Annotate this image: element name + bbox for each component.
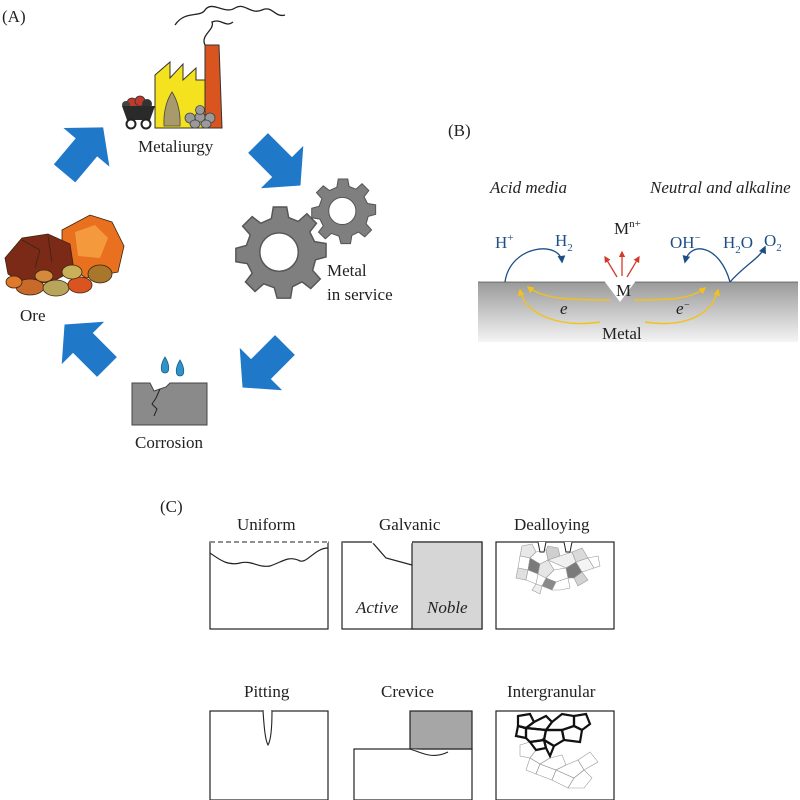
water-drop-icon <box>160 356 185 377</box>
electron-right-label: e− <box>676 299 690 318</box>
metal-ion-label: Mn+ <box>614 218 641 238</box>
pitting-diagram <box>209 710 329 800</box>
panel-c-label: (C) <box>160 497 183 516</box>
dealloying-diagram <box>495 541 615 630</box>
oh-minus-label: OH− <box>670 232 701 252</box>
galvanic-diagram <box>341 540 483 630</box>
type-label-crevice: Crevice <box>381 682 434 701</box>
reaction-arcs <box>504 245 766 283</box>
type-label-dealloying: Dealloying <box>514 515 590 534</box>
metal-ion-arrows <box>604 250 640 278</box>
gear-icon <box>235 178 377 299</box>
electron-left-label: e <box>560 299 568 318</box>
metal-label: Metal <box>602 324 642 343</box>
factory-icon <box>154 5 286 129</box>
m-label: M <box>616 281 631 300</box>
cycle-arrow-icon <box>53 127 304 391</box>
type-label-uniform: Uniform <box>237 515 296 534</box>
crevice-diagram <box>353 710 473 800</box>
type-label-galvanic: Galvanic <box>379 515 441 534</box>
panel-b-label: (B) <box>448 121 471 140</box>
type-label-intergranular: Intergranular <box>507 682 596 701</box>
intergranular-diagram <box>495 710 615 800</box>
corrosion-block <box>131 382 208 426</box>
metal-slab <box>478 281 798 342</box>
ore-rocks-icon <box>4 214 125 297</box>
o2-label: O2 <box>764 231 782 254</box>
stage-label-in-service: in service <box>327 285 393 304</box>
h2-label: H2 <box>555 231 573 254</box>
acid-media-heading: Acid media <box>489 178 567 197</box>
stage-label-metal: Metal <box>327 261 367 280</box>
neutral-alkaline-heading: Neutral and alkaline <box>649 178 791 197</box>
stage-label-ore: Ore <box>20 306 45 325</box>
stage-label-metallurgy: Metaliurgy <box>138 137 214 156</box>
stage-label-corrosion: Corrosion <box>135 433 204 452</box>
panel-a-label: (A) <box>2 7 26 26</box>
h-plus-label: H+ <box>495 232 514 252</box>
uniform-diagram <box>209 541 329 630</box>
type-label-pitting: Pitting <box>244 682 290 701</box>
mine-cart-icon <box>122 95 155 130</box>
electron-arrows <box>517 286 721 325</box>
h2o-label: H2O <box>723 233 753 256</box>
active-label: Active <box>355 598 399 617</box>
noble-label: Noble <box>426 598 468 617</box>
